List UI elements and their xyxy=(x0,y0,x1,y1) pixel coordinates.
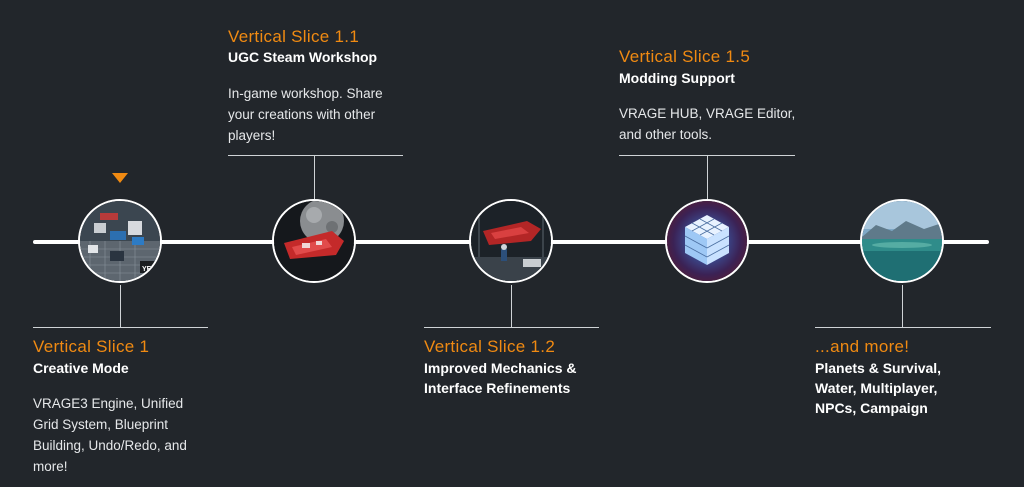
connector-1 xyxy=(120,285,121,327)
hangar-ship-icon xyxy=(471,201,551,281)
milestone-3-subtitle: Improved Mechanics & Interface Refinemen… xyxy=(424,360,577,396)
milestone-1-subtitle: Creative Mode xyxy=(33,360,129,376)
milestone-5-title: ...and more! xyxy=(815,337,910,356)
milestone-4-image[interactable] xyxy=(665,199,749,283)
connector-2-bar xyxy=(228,155,403,156)
connector-3 xyxy=(511,285,512,327)
creative-mode-scene-icon: YEL xyxy=(80,201,160,281)
planet-landscape-icon xyxy=(862,201,942,281)
milestone-2-subtitle: UGC Steam Workshop xyxy=(228,49,378,65)
connector-5 xyxy=(902,285,903,327)
milestone-4-description: VRAGE HUB, VRAGE Editor, and other tools… xyxy=(619,106,796,142)
milestone-2-image[interactable] xyxy=(272,199,356,283)
connector-1-bar xyxy=(33,327,208,328)
modding-cube-icon xyxy=(667,201,747,281)
milestone-5-image[interactable] xyxy=(860,199,944,283)
milestone-1-description: VRAGE3 Engine, Unified Grid System, Blue… xyxy=(33,396,187,474)
milestone-3-image[interactable] xyxy=(469,199,553,283)
connector-4-bar xyxy=(619,155,795,156)
milestone-2-title: Vertical Slice 1.1 xyxy=(228,27,360,46)
connector-5-bar xyxy=(815,327,991,328)
milestone-3-title: Vertical Slice 1.2 xyxy=(424,337,556,356)
milestone-4-subtitle: Modding Support xyxy=(619,70,735,86)
connector-3-bar xyxy=(424,327,599,328)
milestone-1-image[interactable]: YEL xyxy=(78,199,162,283)
current-position-marker-icon xyxy=(112,173,128,183)
connector-4 xyxy=(707,156,708,199)
red-spaceship-icon xyxy=(274,201,354,281)
milestone-2-description: In-game workshop. Share your creations w… xyxy=(228,86,383,143)
svg-text:YEL: YEL xyxy=(142,266,156,273)
milestone-4-title: Vertical Slice 1.5 xyxy=(619,47,751,66)
milestone-5-subtitle: Planets & Survival, Water, Multiplayer, … xyxy=(815,360,942,416)
connector-2 xyxy=(314,156,315,199)
milestone-1-title: Vertical Slice 1 xyxy=(33,337,150,356)
